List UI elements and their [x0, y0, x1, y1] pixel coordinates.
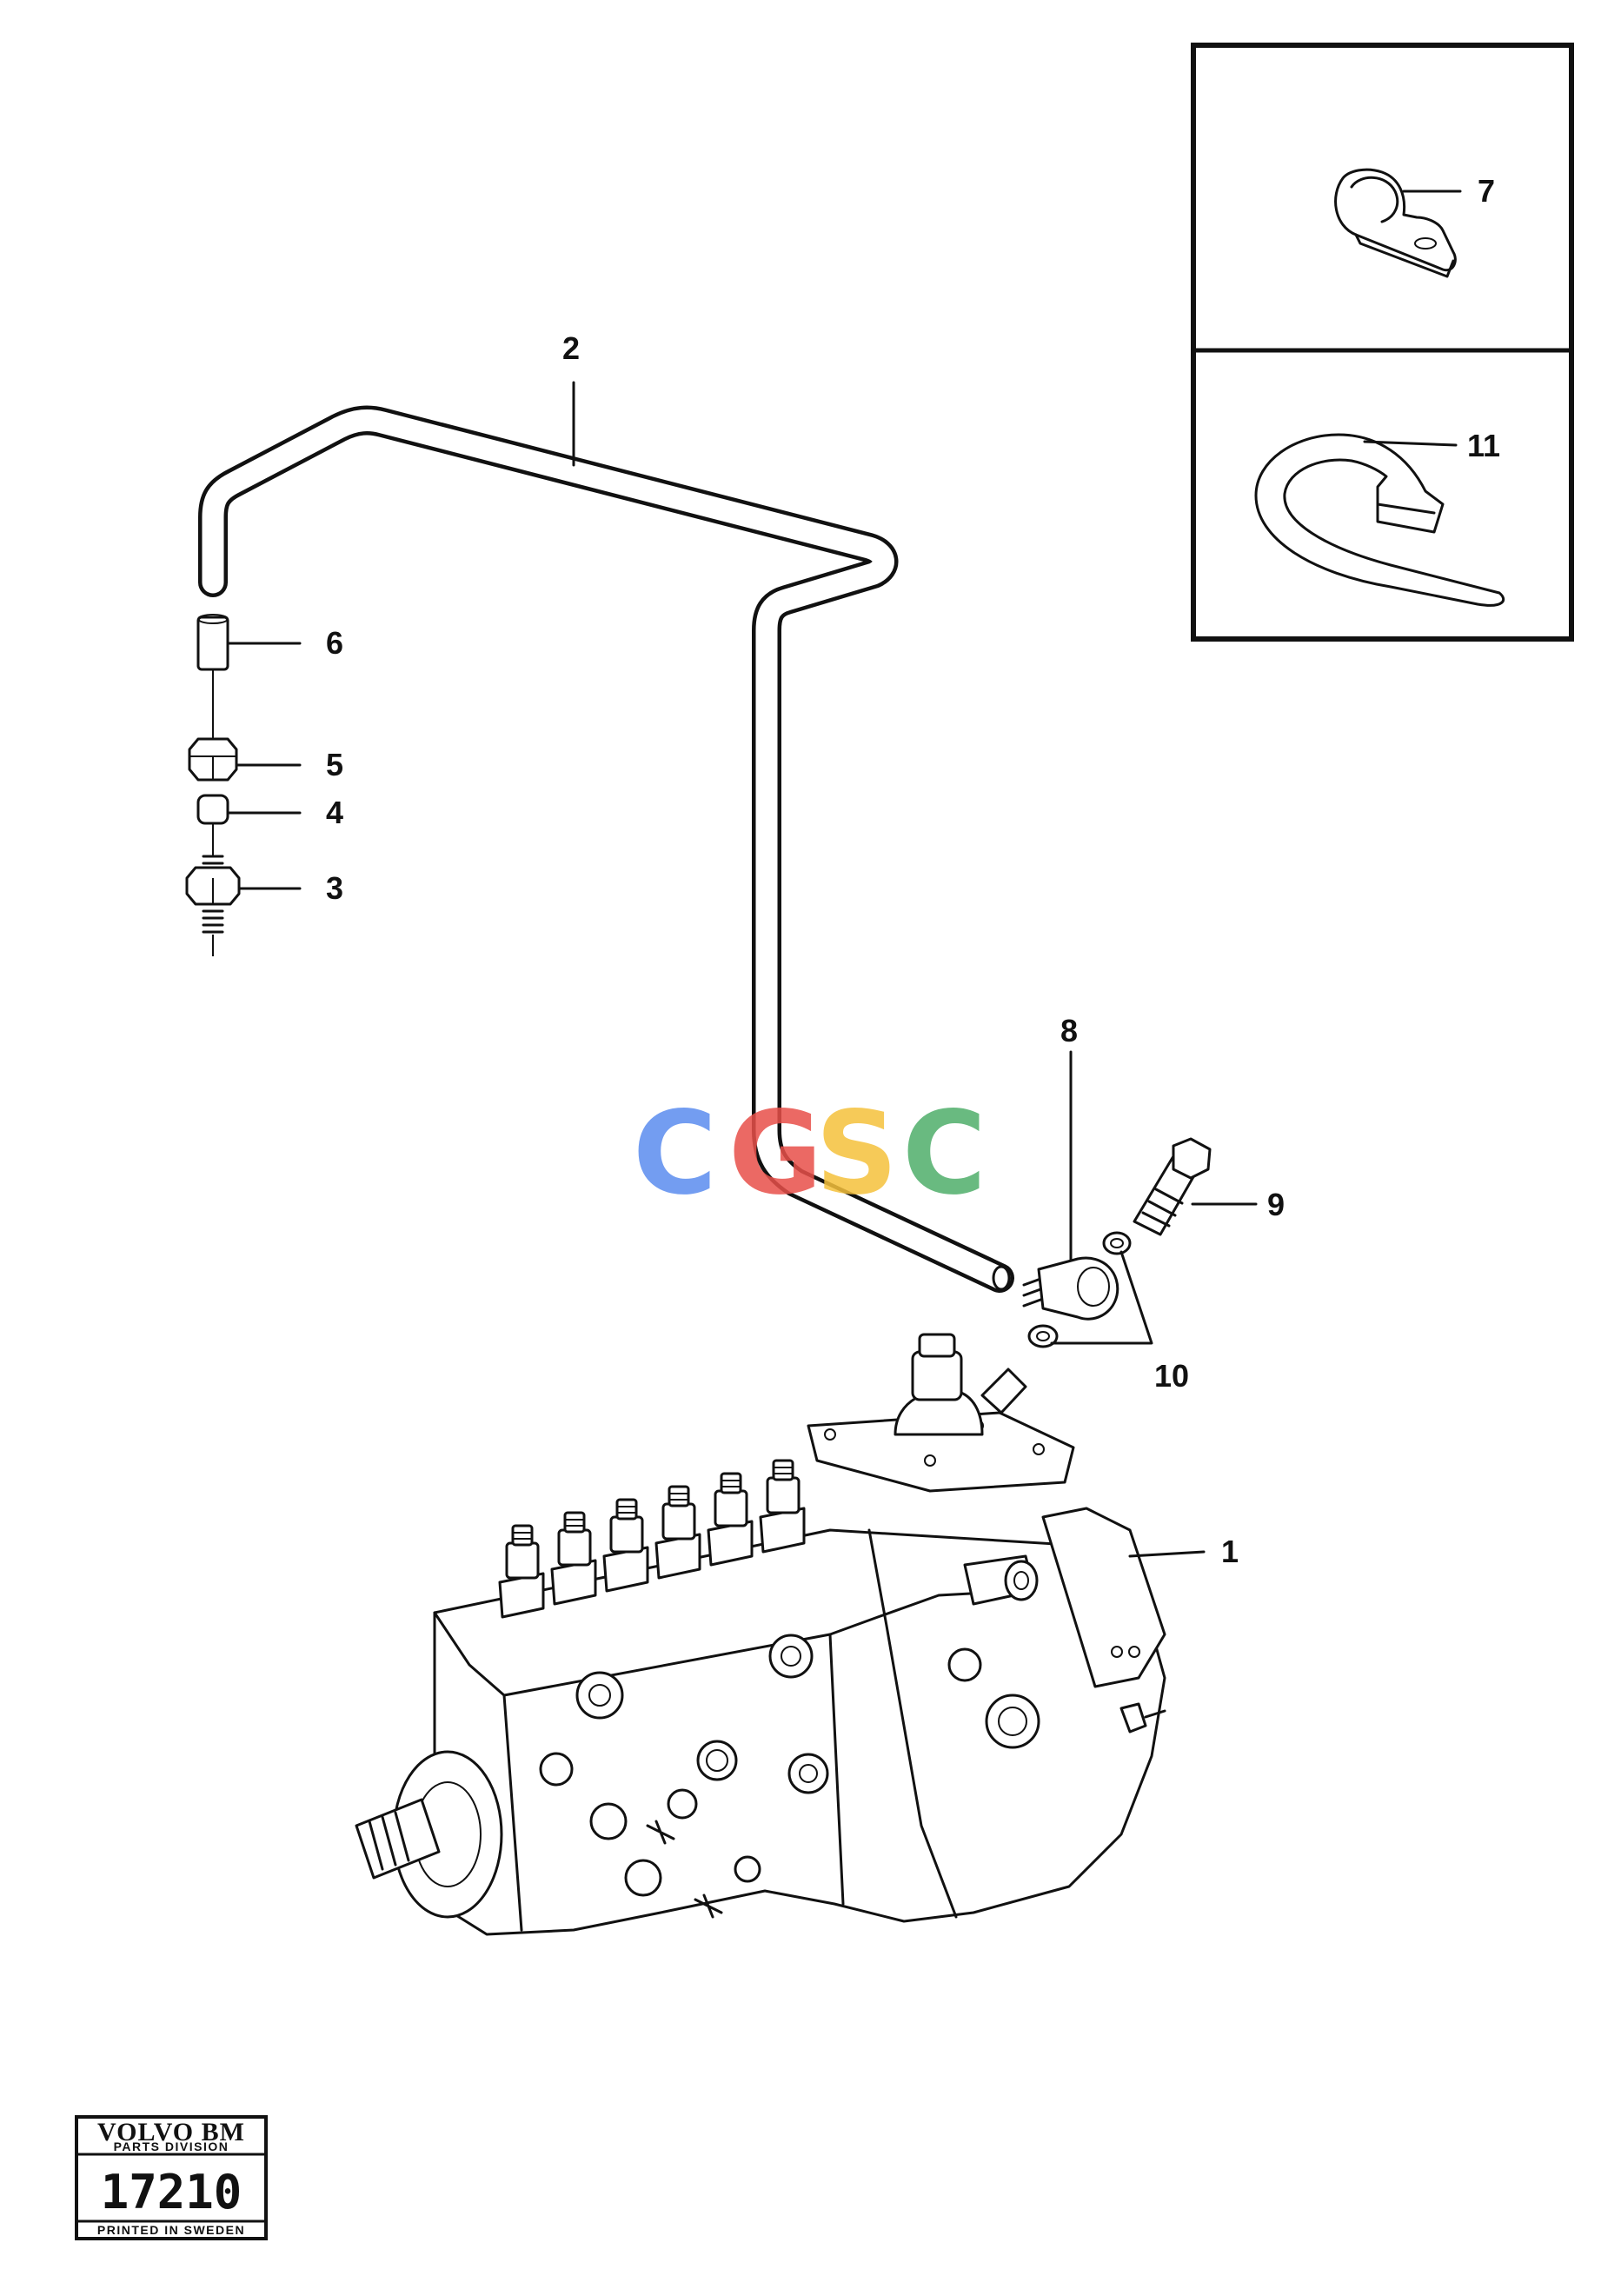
callout-labels: 2 6 5 4 3 7 11 8 9 10 1: [326, 173, 1500, 1569]
union-part-3: [185, 855, 241, 956]
injection-pump-part-1: [355, 1333, 1166, 1936]
washer-part-10-lower: [1027, 1324, 1059, 1348]
callout-9: 9: [1267, 1187, 1285, 1222]
callout-6: 6: [326, 625, 343, 661]
clamp-part-7: [1334, 168, 1457, 278]
ring-part-4: [196, 794, 229, 825]
bolt-part-9: [1133, 1137, 1212, 1236]
delivery-valves: [498, 1459, 806, 1619]
callout-8: 8: [1060, 1013, 1078, 1048]
watermark-letter-2: G: [728, 1087, 822, 1221]
leader-lines: [226, 190, 1462, 1558]
stamp-footer: PRINTED IN SWEDEN: [97, 2223, 245, 2237]
sleeve-part-6: [196, 614, 229, 671]
nut-part-5: [188, 737, 238, 782]
callout-11: 11: [1467, 428, 1500, 463]
stamp-division: PARTS DIVISION: [114, 2140, 229, 2153]
inset-box: [1191, 43, 1574, 642]
callout-3: 3: [326, 870, 343, 906]
callout-10: 10: [1154, 1358, 1189, 1394]
watermark-letter-3: S: [815, 1087, 898, 1221]
watermark-letter-1: C: [633, 1087, 717, 1221]
callout-1: 1: [1221, 1534, 1239, 1569]
callout-4: 4: [326, 795, 343, 830]
fuel-pipe-part-2: [198, 405, 1014, 1293]
banjo-part-8: [1022, 1256, 1119, 1321]
volvo-bm-stamp: VOLVO BM PARTS DIVISION 17210 PRINTED IN…: [75, 2115, 268, 2240]
washer-part-10-upper: [1102, 1231, 1132, 1255]
clamp-part-11: [1254, 433, 1505, 607]
stamp-brand: VOLVO BM: [97, 2118, 245, 2146]
stamp-number: 17210: [101, 2165, 242, 2219]
callout-7: 7: [1478, 173, 1495, 209]
watermark-letter-4: C: [902, 1087, 987, 1221]
callout-5: 5: [326, 747, 343, 782]
cgsc-watermark: C G S C: [633, 1087, 987, 1221]
callout-2: 2: [562, 330, 580, 366]
